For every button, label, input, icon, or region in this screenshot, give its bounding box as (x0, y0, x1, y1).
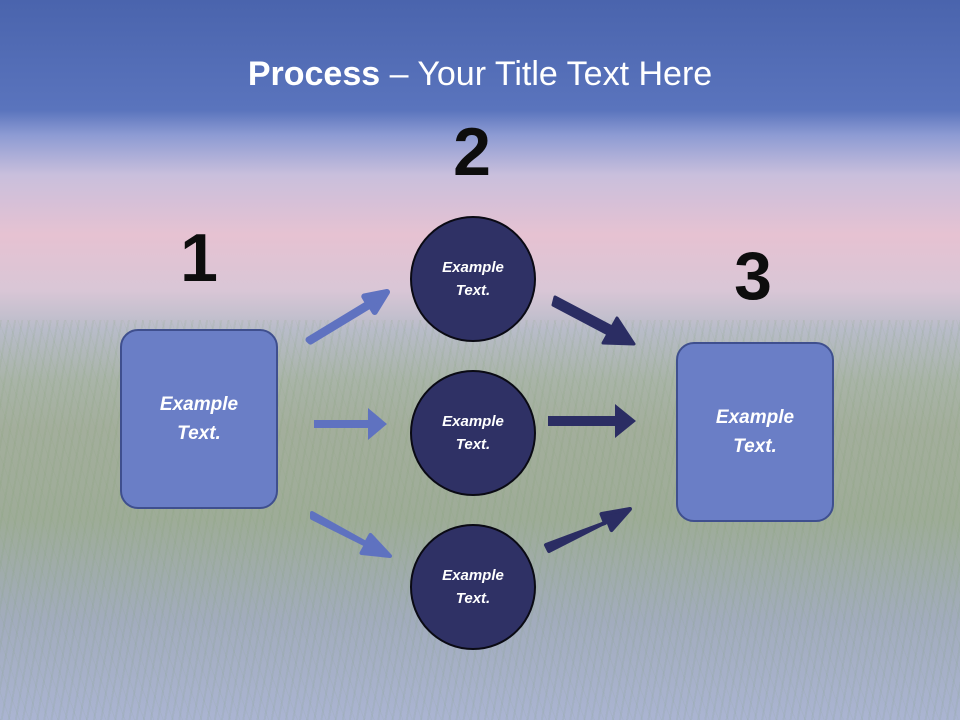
circle-top-text: Example Text. (418, 256, 528, 302)
circle-bottom: Example Text. (410, 524, 536, 650)
arrow-1-to-top (305, 289, 390, 345)
circle-bottom-line2: Text. (455, 590, 491, 607)
step3-box-text: Example Text. (700, 403, 810, 461)
circle-middle-line2: Text. (455, 436, 491, 453)
step3-text-line2: Text. (733, 436, 777, 457)
step1-text-line1: Example (159, 394, 239, 415)
circle-middle: Example Text. (410, 370, 536, 496)
arrow-middle-to-3 (548, 404, 636, 438)
arrow-1-to-middle (314, 408, 387, 440)
step-number-2: 2 (453, 114, 491, 190)
circle-top: Example Text. (410, 216, 536, 342)
step1-box: Example Text. (120, 329, 278, 509)
circle-bottom-text: Example Text. (418, 564, 528, 610)
arrow-1-to-bottom (310, 511, 392, 558)
slide-title: Process – Your Title Text Here (0, 52, 960, 96)
arrow-bottom-to-3 (544, 507, 632, 553)
step-number-3: 3 (734, 238, 772, 314)
circle-top-line2: Text. (455, 282, 491, 299)
title-bold: Process (247, 55, 381, 93)
circle-top-line1: Example (442, 259, 504, 276)
circle-middle-text: Example Text. (418, 410, 528, 456)
step-number-1: 1 (180, 220, 218, 296)
circle-middle-line1: Example (442, 413, 504, 430)
step3-text-line1: Example (715, 407, 795, 428)
circle-bottom-line1: Example (442, 567, 504, 584)
title-rest: – Your Title Text Here (380, 55, 713, 93)
step1-text-line2: Text. (177, 423, 221, 444)
step1-box-text: Example Text. (144, 390, 254, 448)
arrow-top-to-3 (551, 295, 636, 346)
step3-box: Example Text. (676, 342, 834, 522)
